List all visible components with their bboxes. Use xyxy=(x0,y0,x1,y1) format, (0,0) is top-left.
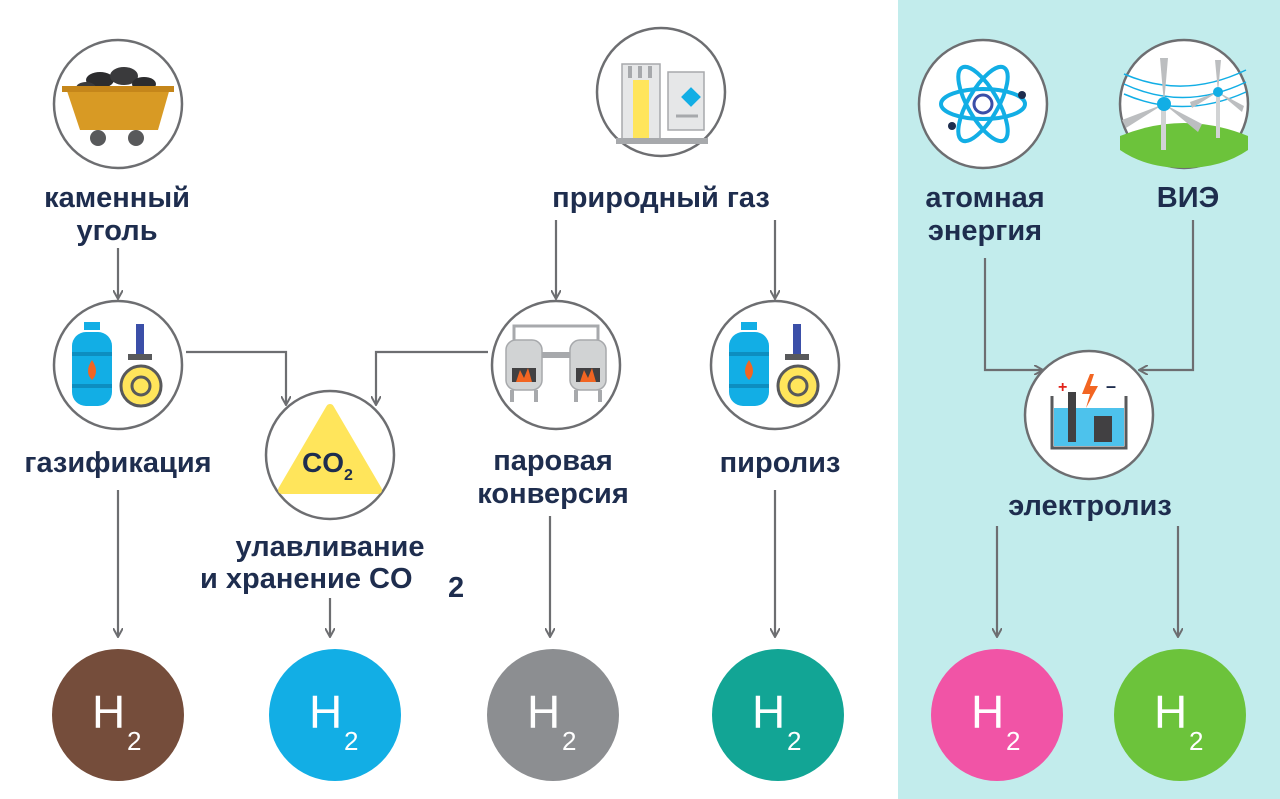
gas-label: природный газ xyxy=(552,182,770,214)
svg-text:–: – xyxy=(1106,376,1116,396)
h2-symbol: H xyxy=(971,686,1004,738)
coal-cart-icon xyxy=(52,38,184,170)
h2-subscript: 2 xyxy=(787,726,801,756)
gas-plant-icon xyxy=(595,26,727,158)
h2-pink: H 2 xyxy=(931,649,1063,781)
electrolysis-icon: + – xyxy=(1023,349,1155,481)
arrow-renewables-to-electrolysis xyxy=(1140,220,1195,370)
gasification-label: газификация xyxy=(24,447,211,479)
coal-label-line2: уголь xyxy=(76,215,157,247)
steam-conversion-icon xyxy=(490,299,622,431)
h2-symbol: H xyxy=(1154,686,1187,738)
steam-conversion-label-line1: паровая xyxy=(493,445,613,477)
h2-subscript: 2 xyxy=(344,726,358,756)
pyrolysis-label: пиролиз xyxy=(720,447,841,479)
h2-symbol: H xyxy=(309,686,342,738)
pyrolysis-icon xyxy=(709,299,841,431)
h2-subscript: 2 xyxy=(127,726,141,756)
arrow-nuclear-to-electrolysis xyxy=(983,258,1042,370)
nuclear-label-line2: энергия xyxy=(928,215,1042,247)
h2-turquoise: H 2 xyxy=(712,649,844,781)
co2-badge-text: CO xyxy=(302,447,344,478)
h2-subscript: 2 xyxy=(1006,726,1020,756)
renewables-label: ВИЭ xyxy=(1157,182,1219,214)
coal-label-line1: каменный xyxy=(44,182,190,214)
h2-symbol: H xyxy=(527,686,560,738)
flow-arrows xyxy=(118,220,1195,636)
co2-capture-icon: CO 2 xyxy=(264,389,396,521)
gasification-icon xyxy=(52,299,184,431)
svg-text:+: + xyxy=(1058,379,1067,396)
wind-turbine-icon xyxy=(1118,38,1250,170)
ccs-label-subscript: 2 xyxy=(448,572,464,604)
h2-subscript: 2 xyxy=(1189,726,1203,756)
arrow-gasification-to-ccs xyxy=(186,350,286,404)
h2-brown: H 2 xyxy=(52,649,184,781)
electrolysis-label: электролиз xyxy=(1008,490,1172,522)
atom-icon xyxy=(917,38,1049,170)
nuclear-label-line1: атомная xyxy=(925,182,1044,214)
h2-blue: H 2 xyxy=(269,649,401,781)
steam-conversion-label-line2: конверсия xyxy=(477,478,629,510)
ccs-label-line1: улавливание xyxy=(235,531,424,563)
h2-subscript: 2 xyxy=(562,726,576,756)
co2-badge-subscript: 2 xyxy=(344,467,353,484)
arrow-steam-to-ccs xyxy=(376,350,488,404)
h2-green: H 2 xyxy=(1114,649,1246,781)
ccs-label-line2: и хранение CO xyxy=(200,563,413,595)
h2-symbol: H xyxy=(752,686,785,738)
h2-gray: H 2 xyxy=(487,649,619,781)
h2-symbol: H xyxy=(92,686,125,738)
